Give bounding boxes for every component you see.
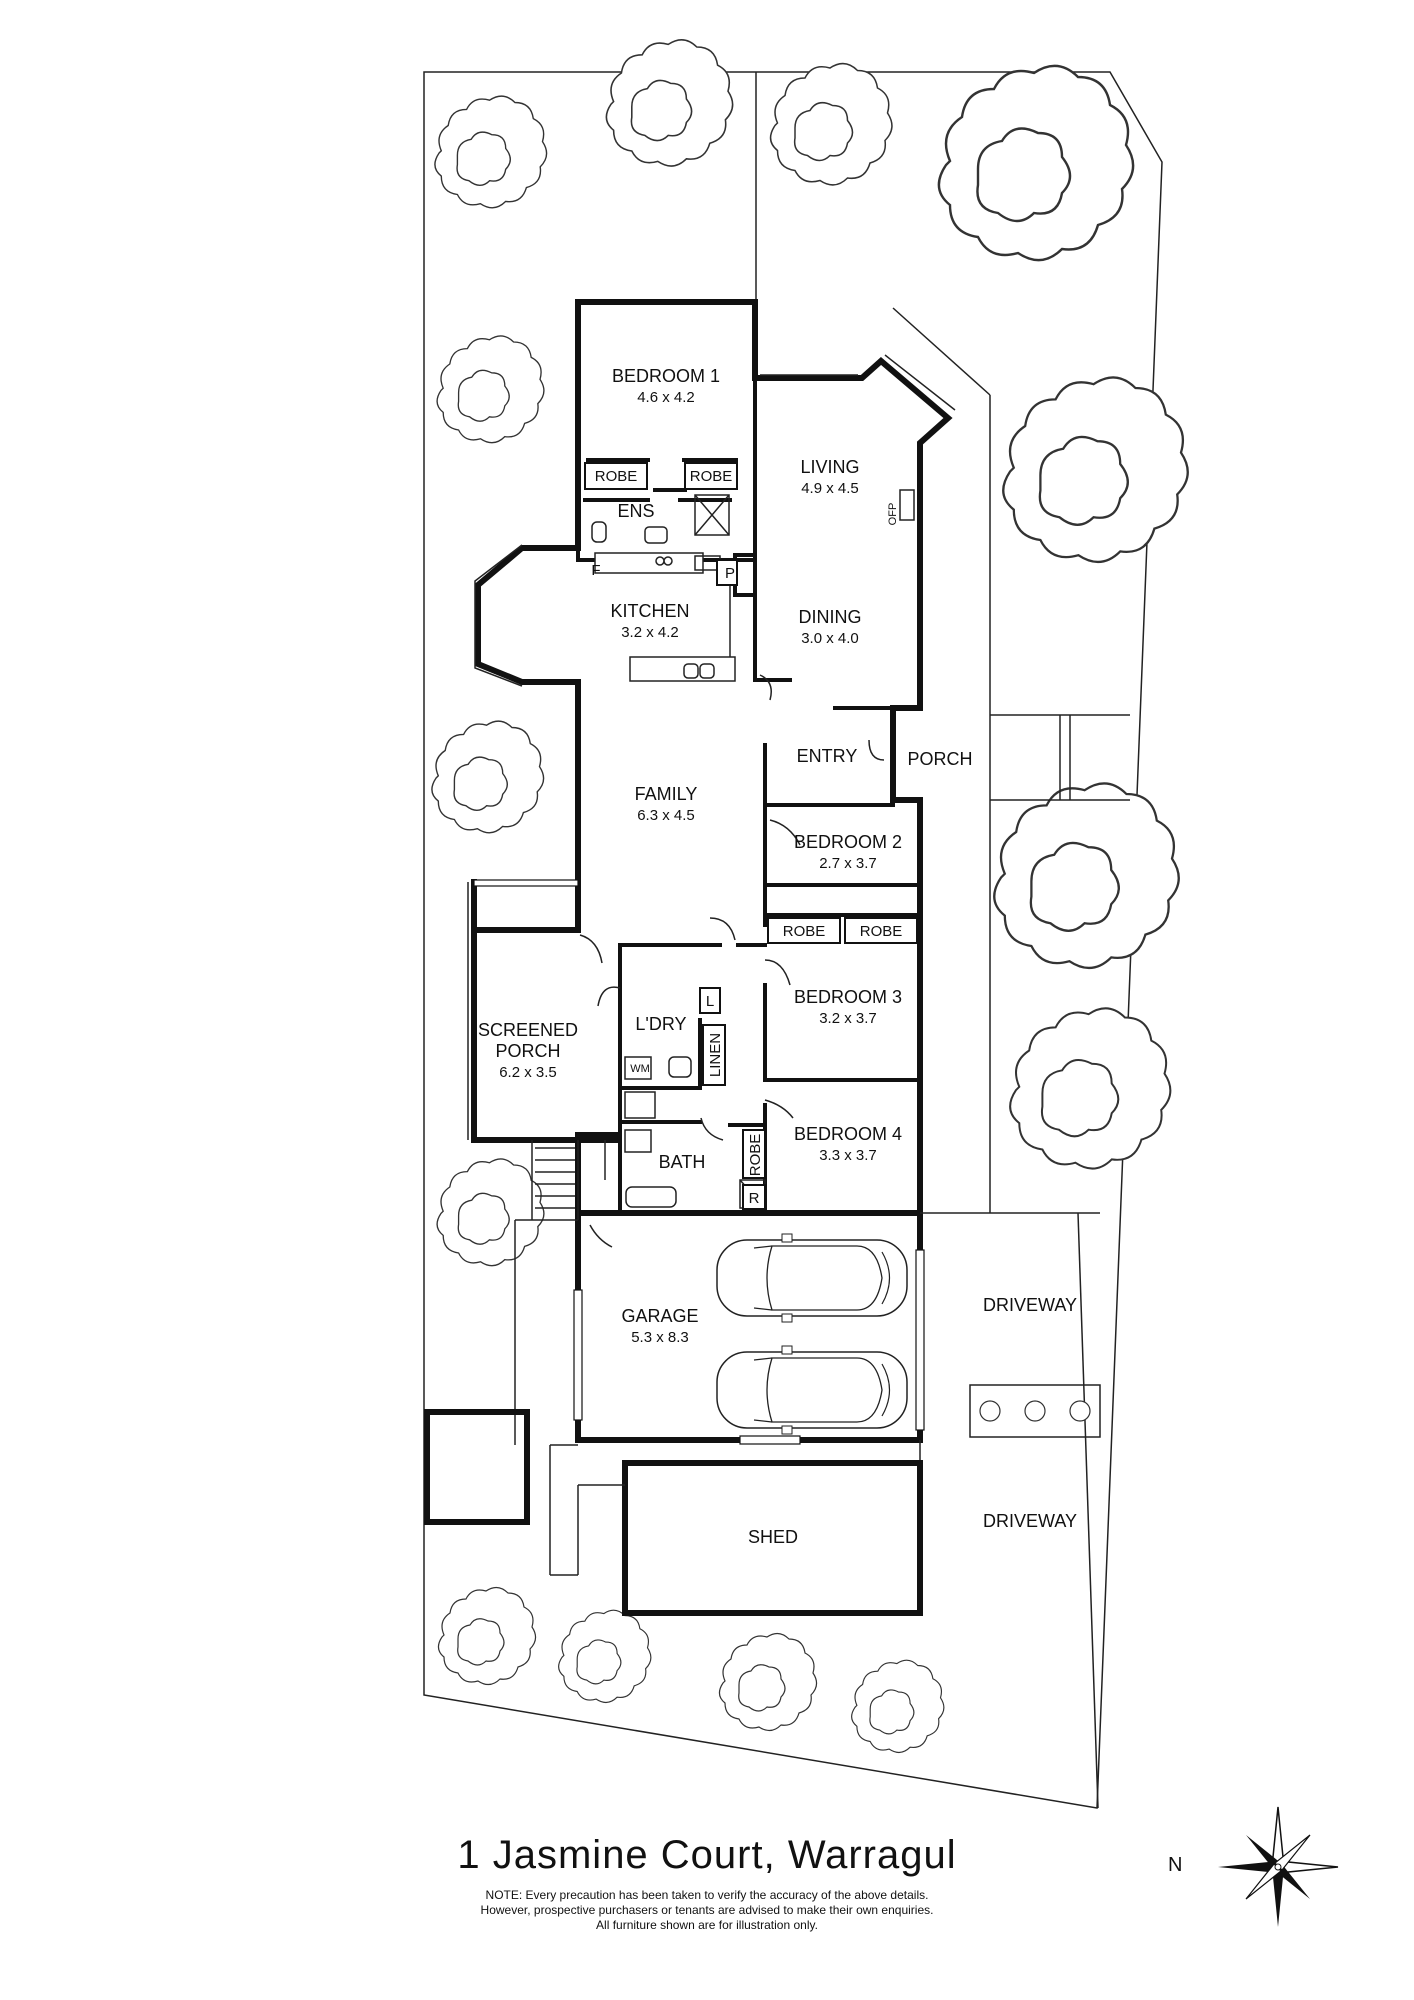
room-living-name: LIVING bbox=[800, 457, 859, 477]
entry-label: ENTRY bbox=[797, 746, 858, 766]
tree-1 bbox=[605, 38, 734, 167]
car-2 bbox=[716, 1345, 908, 1435]
shed-outline bbox=[622, 1460, 923, 1616]
laundry-l-label: L bbox=[706, 993, 714, 1010]
room-bedroom1-name: BEDROOM 1 bbox=[612, 366, 720, 386]
room-bedroom1-dims: 4.6 x 4.2 bbox=[637, 389, 695, 406]
tree-5 bbox=[436, 335, 545, 444]
outbuilding bbox=[424, 1409, 530, 1525]
room-kitchen-name: KITCHEN bbox=[610, 601, 689, 621]
room-screened-porch-name-2: PORCH bbox=[495, 1041, 560, 1061]
room-garage-dims: 5.3 x 8.3 bbox=[631, 1329, 689, 1346]
tree-4 bbox=[937, 64, 1135, 262]
room-dining-name: DINING bbox=[799, 607, 862, 627]
ensuite-label: ENS bbox=[617, 501, 654, 521]
driveway-label-1: DRIVEWAY bbox=[983, 1295, 1077, 1315]
tree-2 bbox=[434, 95, 548, 209]
driveway-label-2: DRIVEWAY bbox=[983, 1511, 1077, 1531]
tree-14 bbox=[851, 1659, 945, 1754]
tree-7 bbox=[431, 720, 545, 834]
interior-walls bbox=[576, 303, 922, 1215]
tree-10 bbox=[1009, 1007, 1172, 1170]
room-bedroom4-name: BEDROOM 4 bbox=[794, 1124, 902, 1144]
pantry-label: P bbox=[725, 565, 735, 582]
room-bedroom3-name: BEDROOM 3 bbox=[794, 987, 902, 1007]
robe-label-3: ROBE bbox=[783, 923, 826, 940]
tree-3 bbox=[769, 62, 893, 186]
laundry-label: L'DRY bbox=[635, 1014, 686, 1034]
robe-label-5: ROBE bbox=[747, 1134, 764, 1177]
ofp-label: OFP bbox=[887, 503, 899, 526]
room-screened-porch-dims: 6.2 x 3.5 bbox=[499, 1064, 557, 1081]
robe-label-4: ROBE bbox=[860, 923, 903, 940]
property-address: 1 Jasmine Court, Warragul bbox=[457, 1833, 957, 1877]
room-bedroom4-dims: 3.3 x 3.7 bbox=[819, 1147, 877, 1164]
tree-11 bbox=[437, 1586, 537, 1686]
tree-8 bbox=[993, 782, 1180, 970]
room-kitchen-dims: 3.2 x 4.2 bbox=[621, 624, 679, 641]
bath-label: BATH bbox=[659, 1152, 706, 1172]
robe-label-1: ROBE bbox=[595, 468, 638, 485]
tree-9 bbox=[436, 1158, 545, 1267]
room-garage-name: GARAGE bbox=[621, 1306, 698, 1326]
tree-12 bbox=[558, 1609, 652, 1704]
robe-r-label: R bbox=[749, 1190, 760, 1207]
compass-rose bbox=[1218, 1806, 1339, 1927]
tree-13 bbox=[718, 1632, 818, 1732]
shed-label: SHED bbox=[748, 1527, 798, 1547]
note-line-1: NOTE: Every precaution has been taken to… bbox=[485, 1888, 929, 1902]
car-1 bbox=[716, 1233, 908, 1323]
porch-label: PORCH bbox=[907, 749, 972, 769]
room-family-name: FAMILY bbox=[635, 784, 698, 804]
disclaimer-note: NOTE: Every precaution has been taken to… bbox=[0, 1888, 1414, 1933]
room-living-dims: 4.9 x 4.5 bbox=[801, 480, 859, 497]
north-label: N bbox=[1168, 1854, 1183, 1876]
room-bedroom2-name: BEDROOM 2 bbox=[794, 832, 902, 852]
tree-6 bbox=[1002, 376, 1189, 564]
room-family-dims: 6.3 x 4.5 bbox=[637, 807, 695, 824]
note-line-2: However, prospective purchasers or tenan… bbox=[480, 1903, 934, 1917]
note-line-3: All furniture shown are for illustration… bbox=[596, 1918, 818, 1932]
washing-machine-label: WM bbox=[630, 1063, 650, 1075]
fridge-label: F bbox=[591, 562, 600, 579]
robe-label-2: ROBE bbox=[690, 468, 733, 485]
room-screened-porch-name-1: SCREENED bbox=[478, 1020, 578, 1040]
room-bedroom3-dims: 3.2 x 3.7 bbox=[819, 1010, 877, 1027]
room-bedroom2-dims: 2.7 x 3.7 bbox=[819, 855, 877, 872]
linen-label: LINEN bbox=[707, 1033, 724, 1077]
room-dining-dims: 3.0 x 4.0 bbox=[801, 630, 859, 647]
